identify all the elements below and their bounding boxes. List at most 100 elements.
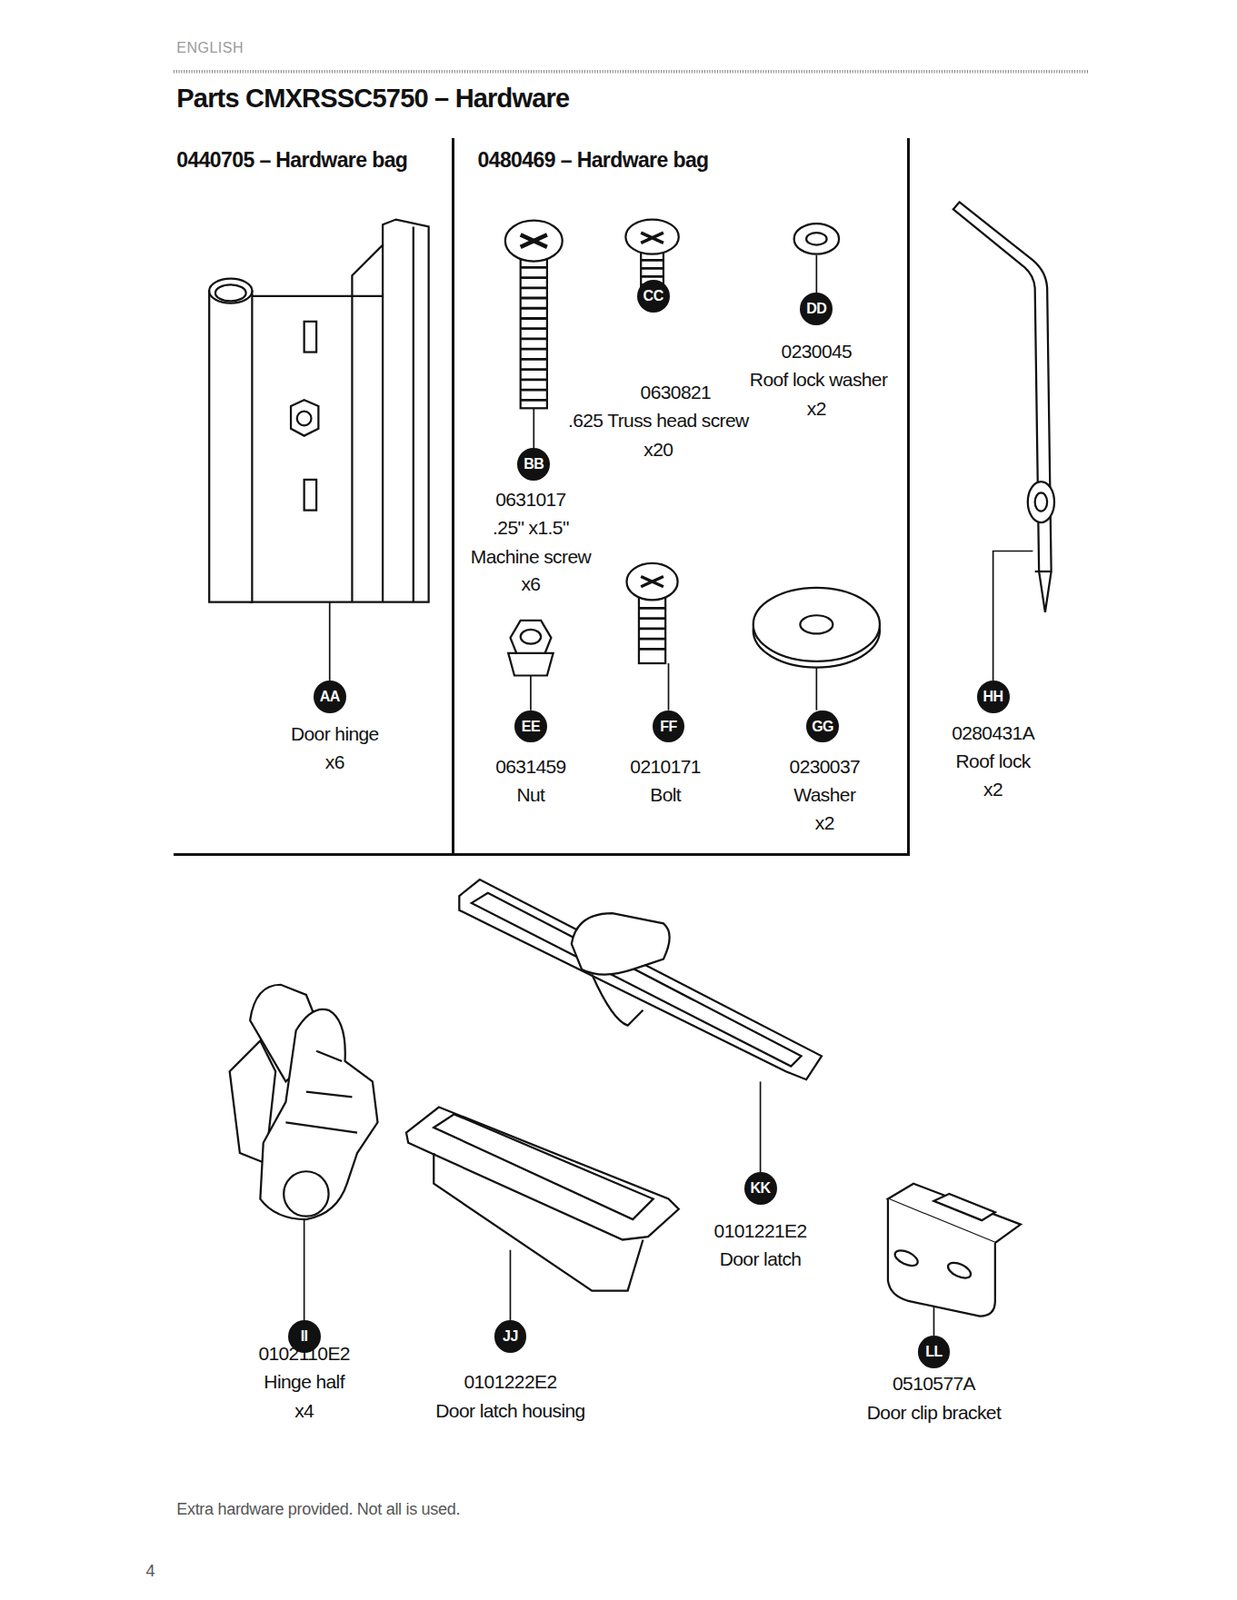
callout-circle: AA	[313, 680, 347, 714]
washer-drawing	[753, 588, 880, 669]
callout-letters: II	[300, 1328, 309, 1346]
door-hinge-drawing	[215, 284, 247, 301]
callout-circle: CC	[637, 279, 670, 313]
callout-circle: HH	[977, 680, 1010, 714]
part-label: x2	[807, 397, 827, 421]
part-label: .625 Truss head screw	[568, 409, 749, 433]
callout-letters: AA	[319, 688, 340, 706]
door-latch-drawing	[458, 879, 822, 1080]
language-tag: ENGLISH	[176, 36, 244, 60]
door-hinge-drawing	[304, 479, 317, 511]
callout-letters: JJ	[502, 1328, 519, 1346]
footnote: Extra hardware provided. Not all is used…	[176, 1497, 460, 1522]
door-hinge-drawing	[412, 226, 415, 602]
callout-letters: CC	[643, 288, 664, 305]
truss-screw-drawing	[625, 219, 679, 255]
leader-line	[532, 406, 535, 449]
washer-drawing	[799, 615, 833, 634]
door-hinge-drawing	[351, 295, 383, 298]
bolt-drawing	[638, 608, 666, 649]
roof-lock-drawing	[953, 201, 1055, 612]
door-hinge-drawing	[350, 296, 353, 603]
callout-circle: JJ	[494, 1320, 528, 1354]
door-latch-housing-drawing	[406, 1107, 679, 1241]
truss-screw-drawing	[640, 232, 664, 243]
part-label: x6	[520, 572, 540, 597]
callout-letters: BB	[523, 456, 544, 473]
part-label: Door latch housing	[435, 1399, 585, 1424]
roof-lock-drawing	[953, 201, 1052, 612]
part-label: Roof lock	[956, 749, 1031, 774]
part-label: Washer	[793, 783, 856, 808]
panel-heading: 0440705 – Hardware bag	[176, 148, 408, 173]
part-label: x4	[294, 1399, 314, 1424]
leader-line	[816, 255, 819, 294]
part-label: x6	[325, 750, 345, 775]
leader-line	[668, 663, 670, 711]
leader-line	[529, 676, 532, 711]
door-clip-bracket-drawing	[887, 1184, 1021, 1317]
part-label: 0210171	[629, 755, 701, 779]
truss-screw-drawing	[640, 249, 664, 307]
door-hinge-drawing	[209, 290, 252, 602]
door-latch-housing-drawing	[433, 1114, 653, 1220]
door-clip-bracket-drawing	[946, 1259, 974, 1282]
part-label: 0230045	[781, 339, 853, 364]
door-hinge-drawing	[290, 399, 319, 436]
part-label: 0510577A	[892, 1372, 976, 1397]
roof-lock-drawing	[1035, 492, 1048, 511]
door-hinge-drawing	[209, 279, 252, 304]
door-hinge-drawing	[304, 321, 317, 353]
door-latch-housing-drawing	[433, 1153, 643, 1292]
callout-letters: LL	[925, 1344, 943, 1361]
roof-lock-washer-drawing	[794, 223, 839, 255]
part-label: 0102110E2	[258, 1342, 350, 1367]
callout-circle: BB	[517, 448, 550, 481]
machine-screw-drawing	[520, 255, 548, 409]
part-label: Roof lock washer	[749, 368, 888, 392]
bolt-drawing	[626, 563, 678, 664]
part-label: Bolt	[649, 783, 681, 808]
machine-screw-drawing	[520, 267, 548, 400]
leader-line	[816, 663, 819, 711]
part-label: Hinge half	[263, 1370, 345, 1395]
machine-screw-drawing	[505, 220, 563, 410]
door-hinge-drawing	[209, 219, 429, 603]
leader-line	[303, 1219, 306, 1321]
part-label: 0630821	[640, 380, 712, 405]
door-hinge-drawing	[249, 219, 429, 603]
part-label: 0631459	[495, 755, 567, 779]
part-label: x2	[815, 811, 835, 836]
bolt-drawing	[638, 597, 666, 664]
part-label: 0101221E2	[714, 1219, 808, 1244]
hinge-half-drawing	[283, 1171, 329, 1217]
bolt-drawing	[640, 577, 664, 588]
door-latch-drawing	[591, 975, 643, 1027]
callout-letters: EE	[521, 718, 540, 736]
truss-screw-drawing	[625, 219, 679, 307]
door-clip-bracket-drawing	[933, 1194, 995, 1221]
door-hinge-drawing	[297, 411, 312, 427]
hardware-bag-panel: 0440705 – Hardware bagAA	[173, 138, 455, 858]
callout-circle: EE	[514, 710, 548, 744]
roof-lock-washer-drawing	[806, 232, 827, 245]
callout-circle: FF	[652, 710, 686, 744]
callout-letters: GG	[811, 718, 834, 736]
leader-line	[759, 1081, 762, 1173]
part-label: x2	[983, 778, 1003, 802]
callout-letters: KK	[750, 1180, 771, 1198]
leader-line	[329, 602, 331, 681]
part-label: 0230037	[789, 755, 861, 779]
panel-heading: 0480469 – Hardware bag	[478, 148, 709, 173]
page-number: 4	[146, 1559, 155, 1584]
roof-lock-drawing	[1027, 481, 1055, 523]
door-clip-bracket-drawing	[892, 1247, 920, 1270]
nut-drawing	[508, 620, 553, 677]
door-latch-housing-drawing	[406, 1107, 679, 1292]
bolt-drawing	[626, 563, 678, 600]
nut-drawing	[508, 653, 553, 677]
callout-circle: GG	[806, 710, 839, 744]
machine-screw-drawing	[505, 220, 563, 262]
